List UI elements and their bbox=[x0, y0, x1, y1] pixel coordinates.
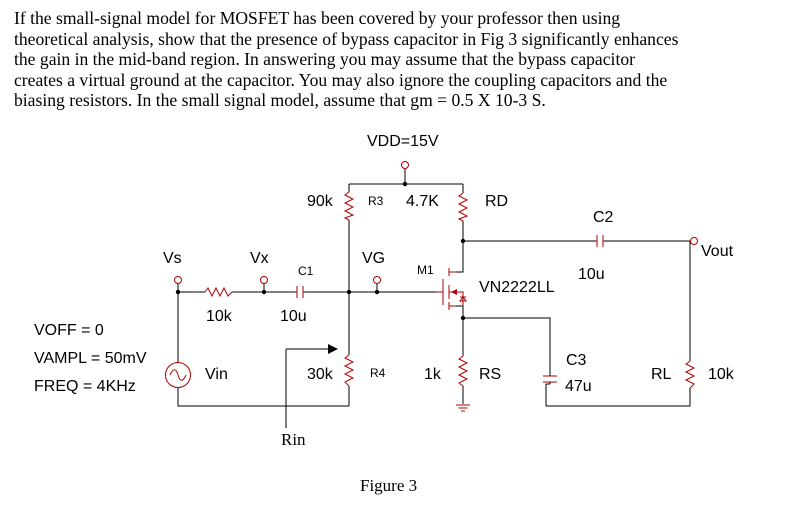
junction-dot bbox=[402, 181, 408, 187]
c2-value: 10u bbox=[578, 266, 605, 283]
vdd-terminal bbox=[401, 161, 409, 169]
capacitor-c1-symbol bbox=[296, 286, 304, 298]
question-line: If the small-signal model for MOSFET has… bbox=[14, 8, 621, 28]
rs-name: RS bbox=[479, 366, 501, 383]
rs-value: 1k bbox=[424, 366, 442, 383]
rd-name: RD bbox=[485, 193, 508, 210]
capacitor-c2-symbol bbox=[596, 235, 604, 247]
c3-value: 47u bbox=[565, 378, 592, 395]
source-param-vampl: VAMPL = 50mV bbox=[34, 350, 147, 367]
resistor-30k-symbol bbox=[343, 354, 355, 387]
junction-dot bbox=[374, 289, 380, 295]
vx-terminal bbox=[260, 276, 268, 284]
c1-name: C1 bbox=[298, 264, 314, 278]
rd-value: 4.7K bbox=[406, 193, 439, 210]
mosfet-symbol bbox=[437, 268, 467, 310]
question-line: creates a virtual ground at the capacito… bbox=[14, 69, 668, 90]
r-top-value: 90k bbox=[307, 193, 334, 210]
junction-dot bbox=[175, 289, 181, 295]
c3-name: C3 bbox=[566, 352, 587, 369]
source-param-voff: VOFF = 0 bbox=[34, 322, 104, 339]
rin-arrow bbox=[285, 344, 338, 428]
r-source-value: 10k bbox=[206, 308, 233, 325]
vout-terminal bbox=[690, 237, 698, 245]
resistor-10k-symbol bbox=[204, 286, 233, 298]
vs-terminal bbox=[174, 276, 182, 284]
rl-name: RL bbox=[651, 366, 672, 383]
vg-label: VG bbox=[362, 250, 385, 267]
r-bottom-value: 30k bbox=[307, 366, 334, 383]
resistor-rd-symbol bbox=[457, 192, 469, 222]
question-text: If the small-signal model for MOSFET has… bbox=[14, 8, 794, 111]
r4-name: R4 bbox=[370, 366, 386, 380]
ground-symbol bbox=[456, 402, 470, 412]
vg-terminal bbox=[373, 276, 381, 284]
resistor-rs-symbol bbox=[457, 355, 469, 387]
r3-name: R3 bbox=[368, 194, 384, 208]
resistor-rl-symbol bbox=[684, 360, 696, 389]
c1-value: 10u bbox=[280, 308, 307, 325]
c2-name: C2 bbox=[593, 209, 614, 226]
junction-dot bbox=[346, 289, 352, 295]
capacitor-c3-symbol bbox=[543, 374, 557, 385]
vs-label: Vs bbox=[163, 250, 182, 267]
junction-dots bbox=[175, 181, 466, 321]
figure-caption: Figure 3 bbox=[360, 476, 417, 495]
junction-dot bbox=[460, 315, 466, 321]
vout-label: Vout bbox=[701, 243, 734, 260]
rin-label: Rin bbox=[281, 430, 306, 449]
m1-name: M1 bbox=[417, 263, 434, 277]
junction-dot bbox=[460, 238, 466, 244]
vin-label: Vin bbox=[205, 366, 228, 383]
question-line: theoretical analysis, show that the pres… bbox=[14, 28, 679, 49]
voltage-source-symbol bbox=[165, 362, 191, 388]
question-line: the gain in the mid-band region. In answ… bbox=[14, 49, 635, 70]
vdd-label: VDD=15V bbox=[367, 133, 439, 150]
mosfet-part: VN2222LL bbox=[479, 279, 555, 296]
question-line: biasing resistors. In the small signal m… bbox=[14, 90, 546, 111]
vx-label: Vx bbox=[250, 250, 269, 267]
resistor-90k-symbol bbox=[343, 191, 355, 221]
junction-dot bbox=[261, 289, 267, 295]
rl-value: 10k bbox=[708, 366, 735, 383]
source-param-freq: FREQ = 4KHz bbox=[34, 378, 136, 395]
